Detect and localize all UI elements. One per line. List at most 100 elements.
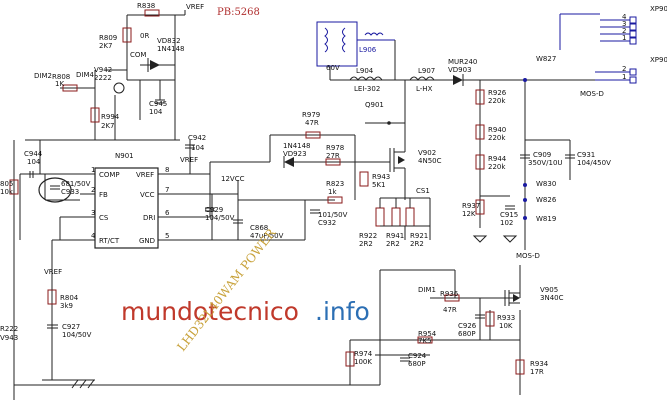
- r978-value: 27R: [326, 152, 340, 160]
- xp903-pin-1: 1: [622, 34, 626, 42]
- pin-7-num: 7: [165, 186, 169, 194]
- dim1-label: DIM1: [418, 286, 436, 294]
- v905-value: 3N40C: [540, 294, 564, 302]
- r934-label: R934: [530, 360, 549, 368]
- watermark-diagonal: LHD32L40WAM POWER: [174, 225, 279, 353]
- r974-label: R974: [354, 350, 373, 358]
- r974-value: 100K: [354, 358, 372, 366]
- vd923-value: 1N4148: [283, 142, 311, 150]
- r823-resistor: [327, 196, 343, 204]
- pin-5-name: GND: [139, 237, 155, 245]
- vcc12-label: 12VCC: [221, 175, 245, 183]
- r922-label: R922: [359, 232, 377, 240]
- r805-label: 805: [0, 180, 13, 188]
- r921-label: R921: [410, 232, 428, 240]
- c927-label: C927: [62, 323, 80, 331]
- r979-resistor: [305, 131, 321, 139]
- cs-resistors: [375, 195, 431, 240]
- vref-label-2: VREF: [180, 156, 198, 164]
- pin-6-num: 6: [165, 209, 170, 217]
- r944-label: R944: [488, 155, 507, 163]
- xp904-pin-2: 2: [622, 65, 626, 73]
- ic-pins: [80, 173, 190, 241]
- board-code: PB:5268: [217, 7, 260, 18]
- r809-value: 2K7: [99, 42, 113, 50]
- r804-value: 3k9: [60, 302, 73, 310]
- r838-label: R838: [137, 2, 155, 10]
- r941-label: R941: [386, 232, 404, 240]
- r940-label: R940: [488, 126, 506, 134]
- r809-label: R809: [99, 34, 117, 42]
- c915-label: C915: [500, 211, 518, 219]
- pin-7-name: VCC: [140, 191, 155, 199]
- v902-label: V902: [418, 149, 436, 157]
- c932-value: 101/50V: [318, 211, 348, 219]
- vd903-diode: [453, 75, 463, 85]
- c915-value: 102: [500, 219, 513, 227]
- pin-1-num: 1: [91, 166, 95, 174]
- v905-mosfet: [504, 290, 520, 306]
- vd903-label: VD903: [448, 66, 472, 74]
- v942-label: V942: [94, 66, 112, 74]
- c933-value: 681/50V: [61, 180, 91, 188]
- l906-transformer: [316, 21, 395, 81]
- xp903-pin-4: 4: [622, 13, 627, 21]
- c942-label: C942: [188, 134, 206, 142]
- w830-label: W830: [536, 180, 556, 188]
- r937-resistor: [475, 199, 485, 215]
- pin-4-num: 4: [91, 232, 96, 240]
- l904-label: L904: [356, 67, 374, 75]
- v60-label: 60V: [326, 64, 340, 72]
- pin-6-name: DRI: [143, 214, 155, 222]
- r944-resistor: [475, 154, 485, 170]
- r940-resistor: [475, 124, 485, 140]
- com-label: COM: [130, 51, 146, 59]
- r838-value: 0R: [140, 32, 149, 40]
- c944-label: C944: [24, 150, 43, 158]
- xp903-connector: [559, 13, 637, 50]
- r954-value: 7K5: [418, 337, 432, 345]
- c929-label: C929: [205, 206, 223, 214]
- c944-value: 104: [27, 158, 41, 166]
- pin-5-num: 5: [165, 232, 169, 240]
- r994-label: R994: [101, 113, 120, 121]
- r933-value: 10K: [499, 322, 513, 330]
- r921-value: 2R2: [410, 240, 424, 248]
- c926-label: C926: [458, 322, 477, 330]
- r926-resistor: [475, 89, 485, 105]
- r823-value: 1k: [328, 188, 337, 196]
- r954-label: R954: [418, 330, 437, 338]
- v902-value: 4N50C: [418, 157, 442, 165]
- r937-value: 12K: [462, 210, 476, 218]
- c931-label: C931: [577, 151, 595, 159]
- r994-value: 2K7: [101, 122, 115, 130]
- r222-label: R222: [0, 325, 18, 333]
- c924-label: C924: [408, 352, 427, 360]
- r838-resistor: [144, 9, 160, 17]
- r943-resistor: [359, 171, 369, 187]
- r941-value: 2R2: [386, 240, 400, 248]
- c868-label: C868: [250, 224, 268, 232]
- mos-d-label-1: MOS-D: [580, 90, 604, 98]
- c929-value: 104/50V: [205, 214, 235, 222]
- c926-value: 680P: [458, 330, 476, 338]
- r979-label: R979: [302, 111, 320, 119]
- w826-label: W826: [536, 196, 557, 204]
- r934-resistor: [515, 359, 525, 375]
- q901-label: Q901: [365, 101, 384, 109]
- c933-highlight: [38, 177, 72, 203]
- r933-resistor: [485, 311, 495, 327]
- vd832-diode: [150, 60, 160, 70]
- vd832-value: 1N4148: [157, 45, 185, 53]
- v905-label: V905: [540, 286, 558, 294]
- wires-ic-left: [19, 139, 180, 380]
- v942-transistor: [113, 82, 125, 94]
- r943-value: 5K1: [372, 181, 386, 189]
- r936-value: 47R: [443, 306, 457, 314]
- r933-label: R933: [497, 314, 515, 322]
- v902-mosfet: [375, 130, 406, 195]
- pin-8-num: 8: [165, 166, 169, 174]
- r809-resistor: [122, 27, 132, 43]
